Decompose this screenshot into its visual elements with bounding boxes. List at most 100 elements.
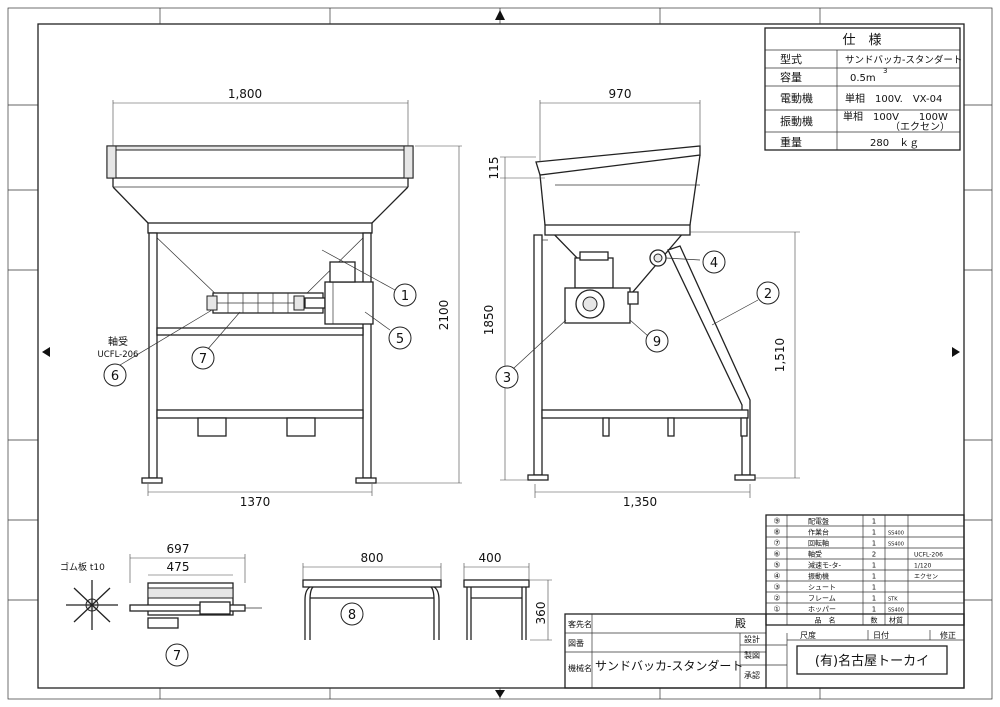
part-name: 回転軸 (808, 539, 829, 548)
center-mark-right (952, 347, 960, 357)
parts-header-material: 材質 (889, 616, 903, 625)
callout-3: 3 (503, 371, 511, 386)
part-no: ③ (773, 583, 780, 592)
spec-label-capacity: 容量 (780, 70, 802, 84)
bearing-label: 軸受 (108, 335, 128, 348)
part-qty: 2 (872, 551, 876, 559)
part-material: SS400 (888, 542, 904, 548)
part-name: 軸受 (808, 550, 822, 559)
dim-part8-depth: 400 (479, 551, 502, 565)
front-view: 1,800 1370 2100 軸受 UCFL-206 (98, 87, 462, 509)
spec-value-weight: 280 ｋｇ (870, 137, 919, 149)
part-material: STK (888, 597, 898, 603)
part-name: 配電盤 (808, 517, 829, 526)
spec-value-vibrator: 単相 100V 100W (843, 110, 948, 123)
dim-front-height: 2100 (437, 300, 451, 331)
part-name: 振動機 (808, 572, 829, 581)
parts-header-name: 品 名 (815, 616, 836, 625)
callout-2: 2 (764, 287, 772, 302)
spec-value-model: サンドバッカ-スタンダート (845, 54, 962, 66)
part-name: 減速モ-タ- (808, 561, 842, 570)
part-note: UCFL-206 (914, 552, 943, 559)
center-mark-left (42, 347, 50, 357)
part-name: フレーム (808, 595, 836, 603)
callout-4: 4 (710, 256, 718, 271)
part-material: SS400 (888, 531, 904, 537)
dim-part8-width: 800 (361, 551, 384, 565)
dim-side-height: 1850 (482, 305, 496, 336)
machine-label: 機械名 (568, 663, 592, 673)
detail-rotating-shaft: ゴム板 t10 697 475 (60, 542, 262, 630)
center-mark-bottom (495, 690, 505, 698)
part-no: ⑤ (773, 561, 780, 570)
spec-table: 仕 様 型式 サンドバッカ-スタンダート 容量 0.5m 3 電動機 単相 10… (764, 27, 962, 151)
machine-name: サンドバッカ-スタンダート (595, 658, 743, 673)
part-name: 作業台 (808, 528, 829, 537)
callout-5: 5 (396, 332, 404, 347)
part-qty: 1 (872, 562, 876, 570)
callout-8: 8 (348, 608, 356, 623)
spec-title: 仕 様 (842, 33, 881, 48)
dim-part8-height: 360 (534, 602, 548, 625)
part-no: ⑦ (773, 539, 780, 548)
part-material: SS400 (888, 608, 904, 614)
design-label: 設計 (744, 634, 760, 644)
part-qty: 1 (872, 540, 876, 548)
part-qty: 1 (872, 518, 876, 526)
approval-label: 承認 (744, 670, 760, 680)
parts-header-qty: 数 (871, 616, 878, 625)
part-note: エクセン (914, 574, 938, 581)
bearing-model: UCFL-206 (98, 350, 139, 360)
callout-1: 1 (401, 289, 409, 304)
dim-side-width: 970 (609, 87, 632, 101)
inner-border (37, 23, 965, 689)
dim-part7-total: 697 (167, 542, 190, 556)
part-qty: 1 (872, 573, 876, 581)
part-no: ② (773, 594, 780, 603)
scale-label: 尺度 (800, 630, 816, 640)
spec-value-capacity-sup: 3 (883, 67, 887, 75)
part-no: ⑥ (773, 550, 780, 559)
spec-value-motor: 単相 100V. VX-04 (845, 92, 942, 105)
center-mark-top (495, 10, 505, 20)
part-qty: 1 (872, 595, 876, 603)
part-qty: 1 (872, 606, 876, 614)
drawing-no-label: 図番 (568, 638, 584, 648)
part-no: ① (773, 605, 780, 614)
part-qty: 1 (872, 529, 876, 537)
callout-6: 6 (111, 369, 119, 384)
company-name: (有)名古屋トーカイ (815, 653, 929, 669)
part-no: ⑧ (773, 528, 780, 537)
drafting-label: 製図 (744, 650, 760, 660)
part-no: ⑨ (773, 517, 780, 526)
spec-label-model: 型式 (780, 52, 802, 66)
dim-side-leg: 1,510 (773, 338, 787, 372)
part-no: ④ (773, 572, 780, 581)
spec-value-vibrator-2: （エクセン） (890, 121, 950, 133)
recipient-suffix: 殿 (735, 617, 746, 630)
callouts: 1 2 3 4 5 6 7 9 7 8 (103, 250, 780, 667)
side-view: 970 1,350 115 1850 1,510 (482, 87, 800, 509)
spec-value-capacity: 0.5m (850, 73, 876, 84)
part-qty: 1 (872, 584, 876, 592)
spec-label-weight: 重量 (780, 135, 802, 149)
part-name: シュート (808, 584, 836, 592)
title-block: 客先名 殿 図番 機械名 サンドバッカ-スタンダート 設計 製図 承認 尺度 日… (564, 613, 965, 689)
dim-front-base: 1370 (240, 495, 271, 509)
spec-label-motor: 電動機 (780, 91, 813, 105)
part-name: ホッパー (808, 606, 836, 614)
part-note: 1/120 (914, 563, 931, 570)
recipient-label: 客先名 (568, 619, 592, 629)
spec-label-vibrator: 振動機 (780, 114, 813, 128)
date-label: 日付 (873, 630, 889, 640)
dim-part7-inner: 475 (167, 560, 190, 574)
detail-work-table: 800 400 360 (302, 551, 552, 641)
callout-7: 7 (199, 352, 207, 367)
dim-front-width: 1,800 (228, 87, 262, 101)
rubber-plate-note: ゴム板 t10 (60, 561, 105, 573)
callout-9: 9 (653, 335, 661, 350)
callout-7-detail: 7 (173, 649, 181, 664)
revision-label: 修正 (940, 630, 956, 640)
